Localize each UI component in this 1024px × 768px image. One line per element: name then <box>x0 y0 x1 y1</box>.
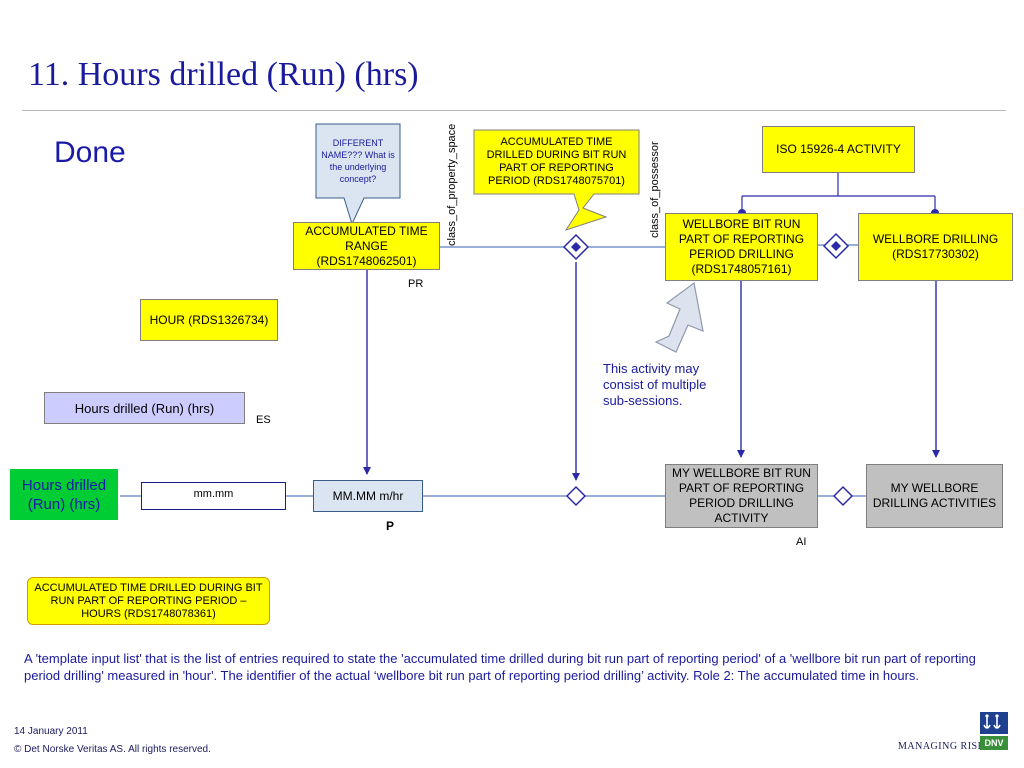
accumulated-time-range-node: ACCUMULATED TIME RANGE (RDS1748062501) <box>293 222 440 270</box>
footer-copyright: © Det Norske Veritas AS. All rights rese… <box>14 744 211 755</box>
class-of-property-space-label: class_of_property_space <box>446 123 458 246</box>
dnv-logo-icon <box>980 712 1008 734</box>
my-wellbore-drilling-node: MY WELLBORE DRILLING ACTIVITIES <box>866 464 1003 528</box>
accumulated-time-callout-shape <box>473 129 640 231</box>
accumulated-time-drilled-callout: ACCUMULATED TIME DRILLED DURING BIT RUN … <box>486 136 627 187</box>
pr-label: PR <box>408 278 424 290</box>
multiple-sessions-note: This activity may consist of multiple su… <box>603 361 707 408</box>
ai-label: AI <box>796 536 807 548</box>
block-arrow-shape <box>654 281 704 353</box>
accumulated-hours-node: ACCUMULATED TIME DRILLED DURING BIT RUN … <box>27 577 270 625</box>
different-name-callout-shape <box>315 123 401 226</box>
composition-diamond-top <box>822 232 850 260</box>
slide-description: A 'template input list' that is the list… <box>24 651 976 683</box>
page-title: 11. Hours drilled (Run) (hrs) <box>28 56 419 93</box>
my-wellbore-bit-run-node: MY WELLBORE BIT RUN PART OF REPORTING PE… <box>665 464 818 528</box>
wellbore-bit-run-node: WELLBORE BIT RUN PART OF REPORTING PERIO… <box>665 213 818 281</box>
composition-diamond-bottom <box>832 485 854 507</box>
footer-tagline: MANAGING RISK <box>898 741 986 752</box>
relation-diamond-bottom <box>565 485 587 507</box>
wellbore-drilling-node: WELLBORE DRILLING (RDS17730302) <box>858 213 1013 281</box>
different-name-callout: DIFFERENT NAME??? What is the underlying… <box>321 138 395 184</box>
class-of-possessor-label: class_of_possessor <box>649 141 661 238</box>
p-label: P <box>386 519 395 533</box>
dnv-logo-text: DNV <box>980 736 1008 750</box>
relation-diamond-top <box>562 233 590 261</box>
mm-unit-box: MM.MM m/hr <box>313 480 423 512</box>
status-label: Done <box>54 136 126 169</box>
hour-node: HOUR (RDS1326734) <box>140 299 278 341</box>
title-divider <box>22 110 1006 111</box>
es-label: ES <box>256 414 271 426</box>
hours-drilled-green-label: Hours drilled (Run) (hrs) <box>10 469 118 520</box>
iso-15926-activity-node: ISO 15926-4 ACTIVITY <box>762 126 915 173</box>
mm-input-field: mm.mm <box>141 482 286 510</box>
hours-drilled-template-box: Hours drilled (Run) (hrs) <box>44 392 245 424</box>
footer-date: 14 January 2011 <box>14 726 88 737</box>
